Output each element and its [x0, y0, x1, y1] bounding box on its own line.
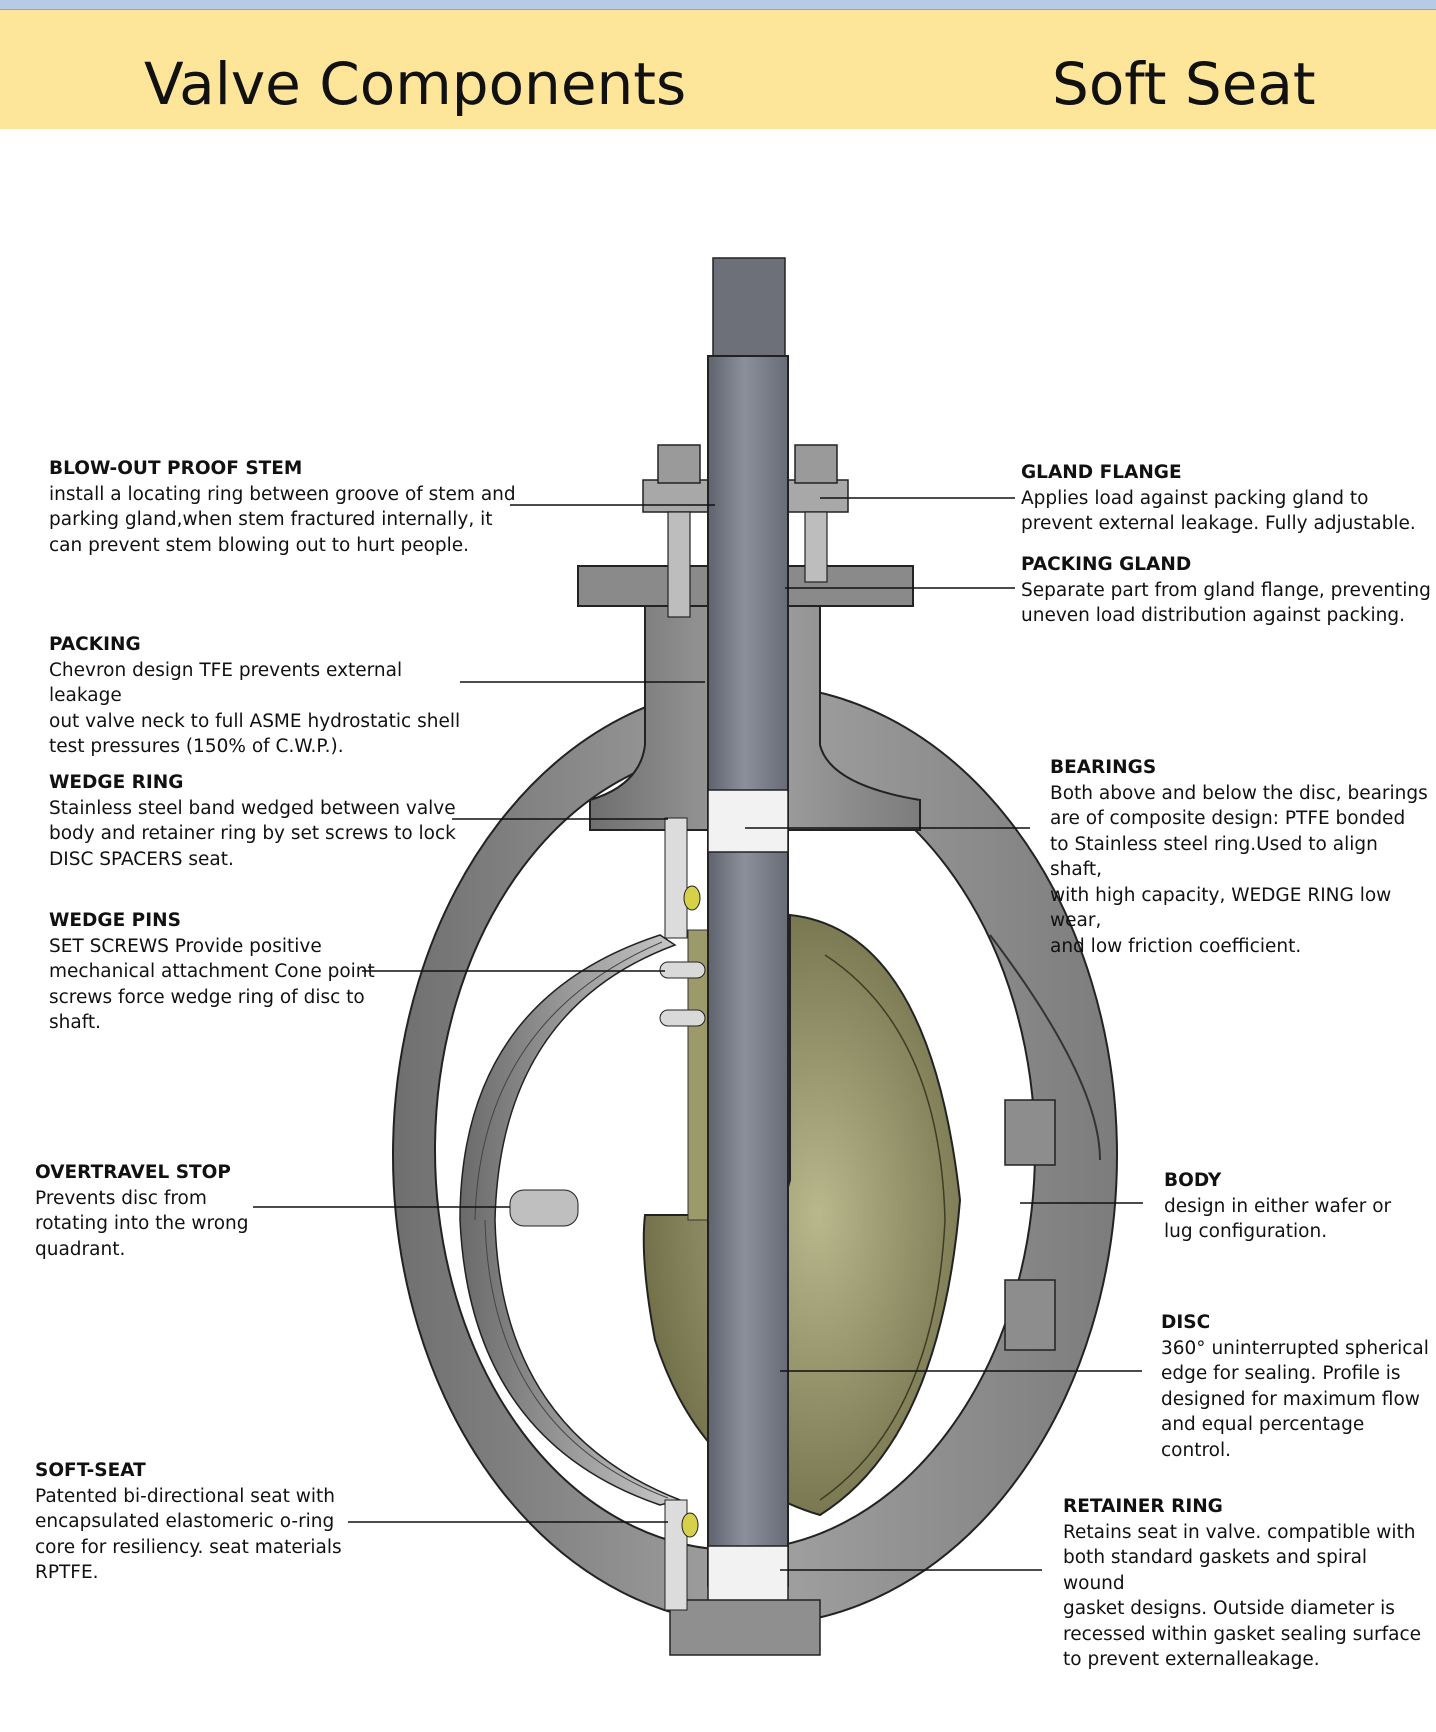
label-title: BODY	[1164, 1170, 1222, 1191]
label-title: BEARINGS	[1050, 757, 1157, 778]
label-title: RETAINER RING	[1063, 1496, 1223, 1517]
label-soft-seat: SOFT-SEAT Patented bi-directional seat w…	[35, 1458, 355, 1586]
wedge-ring	[664, 817, 688, 939]
label-text: Separate part from gland flange, prevent…	[1021, 579, 1431, 627]
label-bearings: BEARINGS Both above and below the disc, …	[1050, 755, 1435, 959]
label-overtravel-stop: OVERTRAVEL STOP Prevents disc from rotat…	[35, 1160, 275, 1262]
wedge-ring-o-ring	[683, 885, 701, 911]
soft-seat-o-ring	[681, 1512, 699, 1538]
page-subtitle: Soft Seat	[1052, 50, 1316, 118]
label-text: Retains seat in valve. compatible with b…	[1063, 1521, 1422, 1671]
label-text: Prevents disc from rotating into the wro…	[35, 1187, 249, 1260]
label-title: PACKING GLAND	[1021, 554, 1192, 575]
overtravel-stop	[509, 1189, 579, 1227]
label-title: SOFT-SEAT	[35, 1460, 146, 1481]
title-banner: Valve Components Soft Seat	[0, 10, 1436, 129]
label-packing: PACKING Chevron design TFE prevents exte…	[49, 632, 469, 760]
label-blow-out-proof-stem: BLOW-OUT PROOF STEM install a locating r…	[49, 456, 519, 558]
label-wedge-ring: WEDGE RING Stainless steel band wedged b…	[49, 770, 469, 872]
label-wedge-pins: WEDGE PINS SET SCREWS Provide positive m…	[49, 908, 379, 1036]
label-text: Applies load against packing gland to pr…	[1021, 487, 1416, 535]
label-text: Patented bi-directional seat with encaps…	[35, 1485, 342, 1584]
label-title: WEDGE PINS	[49, 910, 181, 931]
label-title: DISC	[1161, 1312, 1211, 1333]
label-title: PACKING	[49, 634, 141, 655]
label-text: Stainless steel band wedged between valv…	[49, 797, 456, 870]
label-gland-flange: GLAND FLANGE Applies load against packin…	[1021, 460, 1431, 537]
label-title: BLOW-OUT PROOF STEM	[49, 458, 303, 479]
label-packing-gland: PACKING GLAND Separate part from gland f…	[1021, 552, 1431, 629]
label-title: GLAND FLANGE	[1021, 462, 1182, 483]
label-text: Both above and below the disc, bearings …	[1050, 782, 1428, 957]
soft-seat	[664, 1499, 688, 1611]
label-text: 360° uninterrupted spherical edge for se…	[1161, 1337, 1429, 1461]
label-disc: DISC 360° uninterrupted spherical edge f…	[1161, 1310, 1431, 1463]
bottom-boss	[669, 1599, 821, 1656]
label-text: SET SCREWS Provide positive mechanical a…	[49, 935, 375, 1034]
label-text: design in either wafer or lug configurat…	[1164, 1195, 1392, 1243]
label-text: Chevron design TFE prevents external lea…	[49, 659, 461, 758]
label-body: BODY design in either wafer or lug confi…	[1164, 1168, 1424, 1245]
window-top-border	[0, 0, 1436, 10]
label-retainer-ring: RETAINER RING Retains seat in valve. com…	[1063, 1494, 1433, 1673]
label-text: install a locating ring between groove o…	[49, 483, 516, 556]
page-title: Valve Components	[144, 50, 687, 118]
wedge-pins	[659, 961, 706, 1027]
leader-lines	[253, 497, 1143, 1571]
stem	[707, 257, 789, 1649]
label-title: WEDGE RING	[49, 772, 184, 793]
label-title: OVERTRAVEL STOP	[35, 1162, 231, 1183]
